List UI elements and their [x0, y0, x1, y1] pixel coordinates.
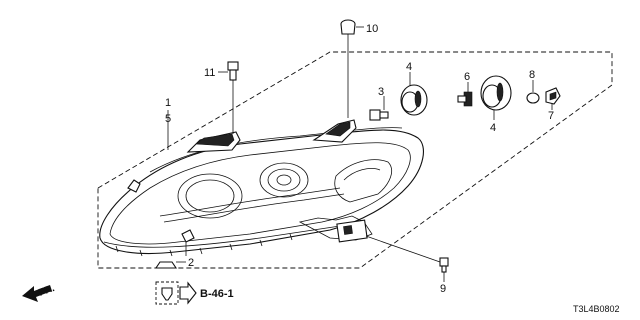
reference-label[interactable]: B-46-1	[200, 288, 234, 300]
callout-4-right: 4	[490, 122, 496, 134]
part-seal-cap-right	[480, 75, 512, 120]
headlight-housing	[99, 119, 424, 257]
callout-3: 3	[378, 86, 384, 98]
assembly-boundary	[97, 51, 613, 269]
callout-6: 6	[464, 71, 470, 83]
part-bulb-position	[369, 96, 389, 121]
callout-2: 2	[188, 257, 194, 269]
direction-label: FR.	[37, 283, 56, 299]
callout-1: 1	[165, 97, 171, 109]
callout-5: 5	[165, 113, 171, 125]
front-direction-arrow	[22, 285, 52, 302]
callout-10: 10	[366, 23, 378, 35]
part-clip	[154, 242, 187, 269]
diagram-code: T3L4B0802	[573, 304, 620, 314]
part-bolt-bottom	[365, 235, 449, 282]
callout-4-left: 4	[406, 61, 412, 73]
part-bolt-top	[218, 61, 239, 134]
part-aiming-cap	[340, 19, 364, 118]
part-seal-cap-left	[400, 72, 428, 116]
callout-8: 8	[529, 69, 535, 81]
callout-9: 9	[440, 283, 446, 295]
reference-pointer	[155, 281, 197, 305]
part-bulb-headlight	[457, 82, 473, 107]
callout-7: 7	[548, 110, 554, 122]
callout-11: 11	[204, 67, 215, 79]
part-socket	[545, 87, 561, 110]
part-bulb-small	[526, 80, 540, 104]
